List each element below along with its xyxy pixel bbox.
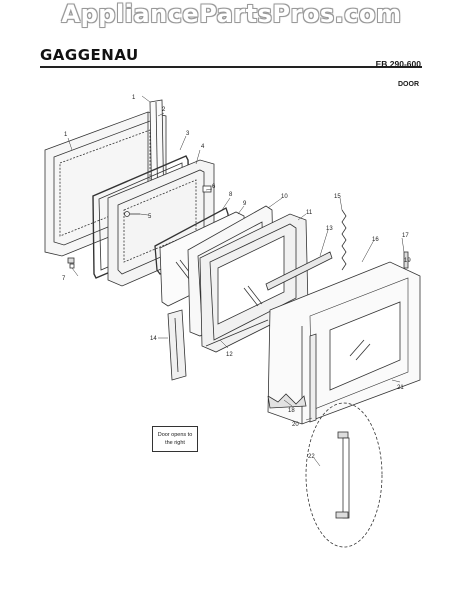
callout-11: 11 bbox=[306, 210, 313, 216]
part-hinge-bracket bbox=[267, 393, 307, 409]
brand-logo: GAGGENAU bbox=[40, 46, 139, 64]
door-opens-note: Door opens to the right bbox=[152, 426, 198, 452]
leader-lines bbox=[67, 95, 405, 467]
part-lower-trim bbox=[205, 319, 269, 347]
part-screw bbox=[124, 211, 140, 217]
header-rule bbox=[40, 66, 422, 68]
callout-6: 6 bbox=[212, 184, 216, 190]
callout-18: 18 bbox=[288, 408, 295, 414]
part-clip bbox=[202, 185, 212, 193]
callout-2: 2 bbox=[162, 107, 166, 113]
callout-labels: 1 2 3 4 5 6 7 8 9 10 11 12 13 14 15 16 1… bbox=[62, 95, 411, 460]
callout-4: 4 bbox=[201, 144, 205, 150]
callout-13: 13 bbox=[326, 226, 333, 232]
callout-8: 8 bbox=[229, 192, 233, 198]
part-small-bracket bbox=[67, 257, 75, 269]
callout-14: 14 bbox=[150, 336, 157, 342]
part-pin bbox=[403, 251, 409, 269]
model-number: EB 290-600 bbox=[375, 59, 421, 69]
callout-19: 19 bbox=[404, 258, 411, 264]
callout-21: 21 bbox=[397, 385, 404, 391]
part-outer-door bbox=[267, 261, 421, 425]
callout-16: 16 bbox=[372, 237, 379, 243]
callout-1-top: 1 bbox=[132, 95, 136, 101]
callout-10: 10 bbox=[281, 194, 288, 200]
part-hinge bbox=[167, 309, 187, 381]
part-spring bbox=[341, 209, 347, 271]
callout-17: 17 bbox=[402, 233, 409, 239]
section-title: DOOR bbox=[398, 81, 419, 88]
callout-9: 9 bbox=[243, 201, 247, 207]
part-door-handle bbox=[305, 402, 383, 548]
callout-15: 15 bbox=[334, 194, 341, 200]
part-door-strip bbox=[309, 333, 317, 423]
callout-3: 3 bbox=[186, 131, 190, 137]
callout-20: 20 bbox=[292, 422, 299, 428]
watermark: AppliancePartsPros.com bbox=[61, 0, 402, 28]
callout-22: 22 bbox=[308, 454, 315, 460]
part-handle-bar bbox=[265, 251, 333, 291]
callout-5: 5 bbox=[148, 214, 152, 220]
callout-7: 7 bbox=[62, 276, 66, 282]
callout-1: 1 bbox=[64, 132, 68, 138]
callout-12: 12 bbox=[226, 352, 233, 358]
